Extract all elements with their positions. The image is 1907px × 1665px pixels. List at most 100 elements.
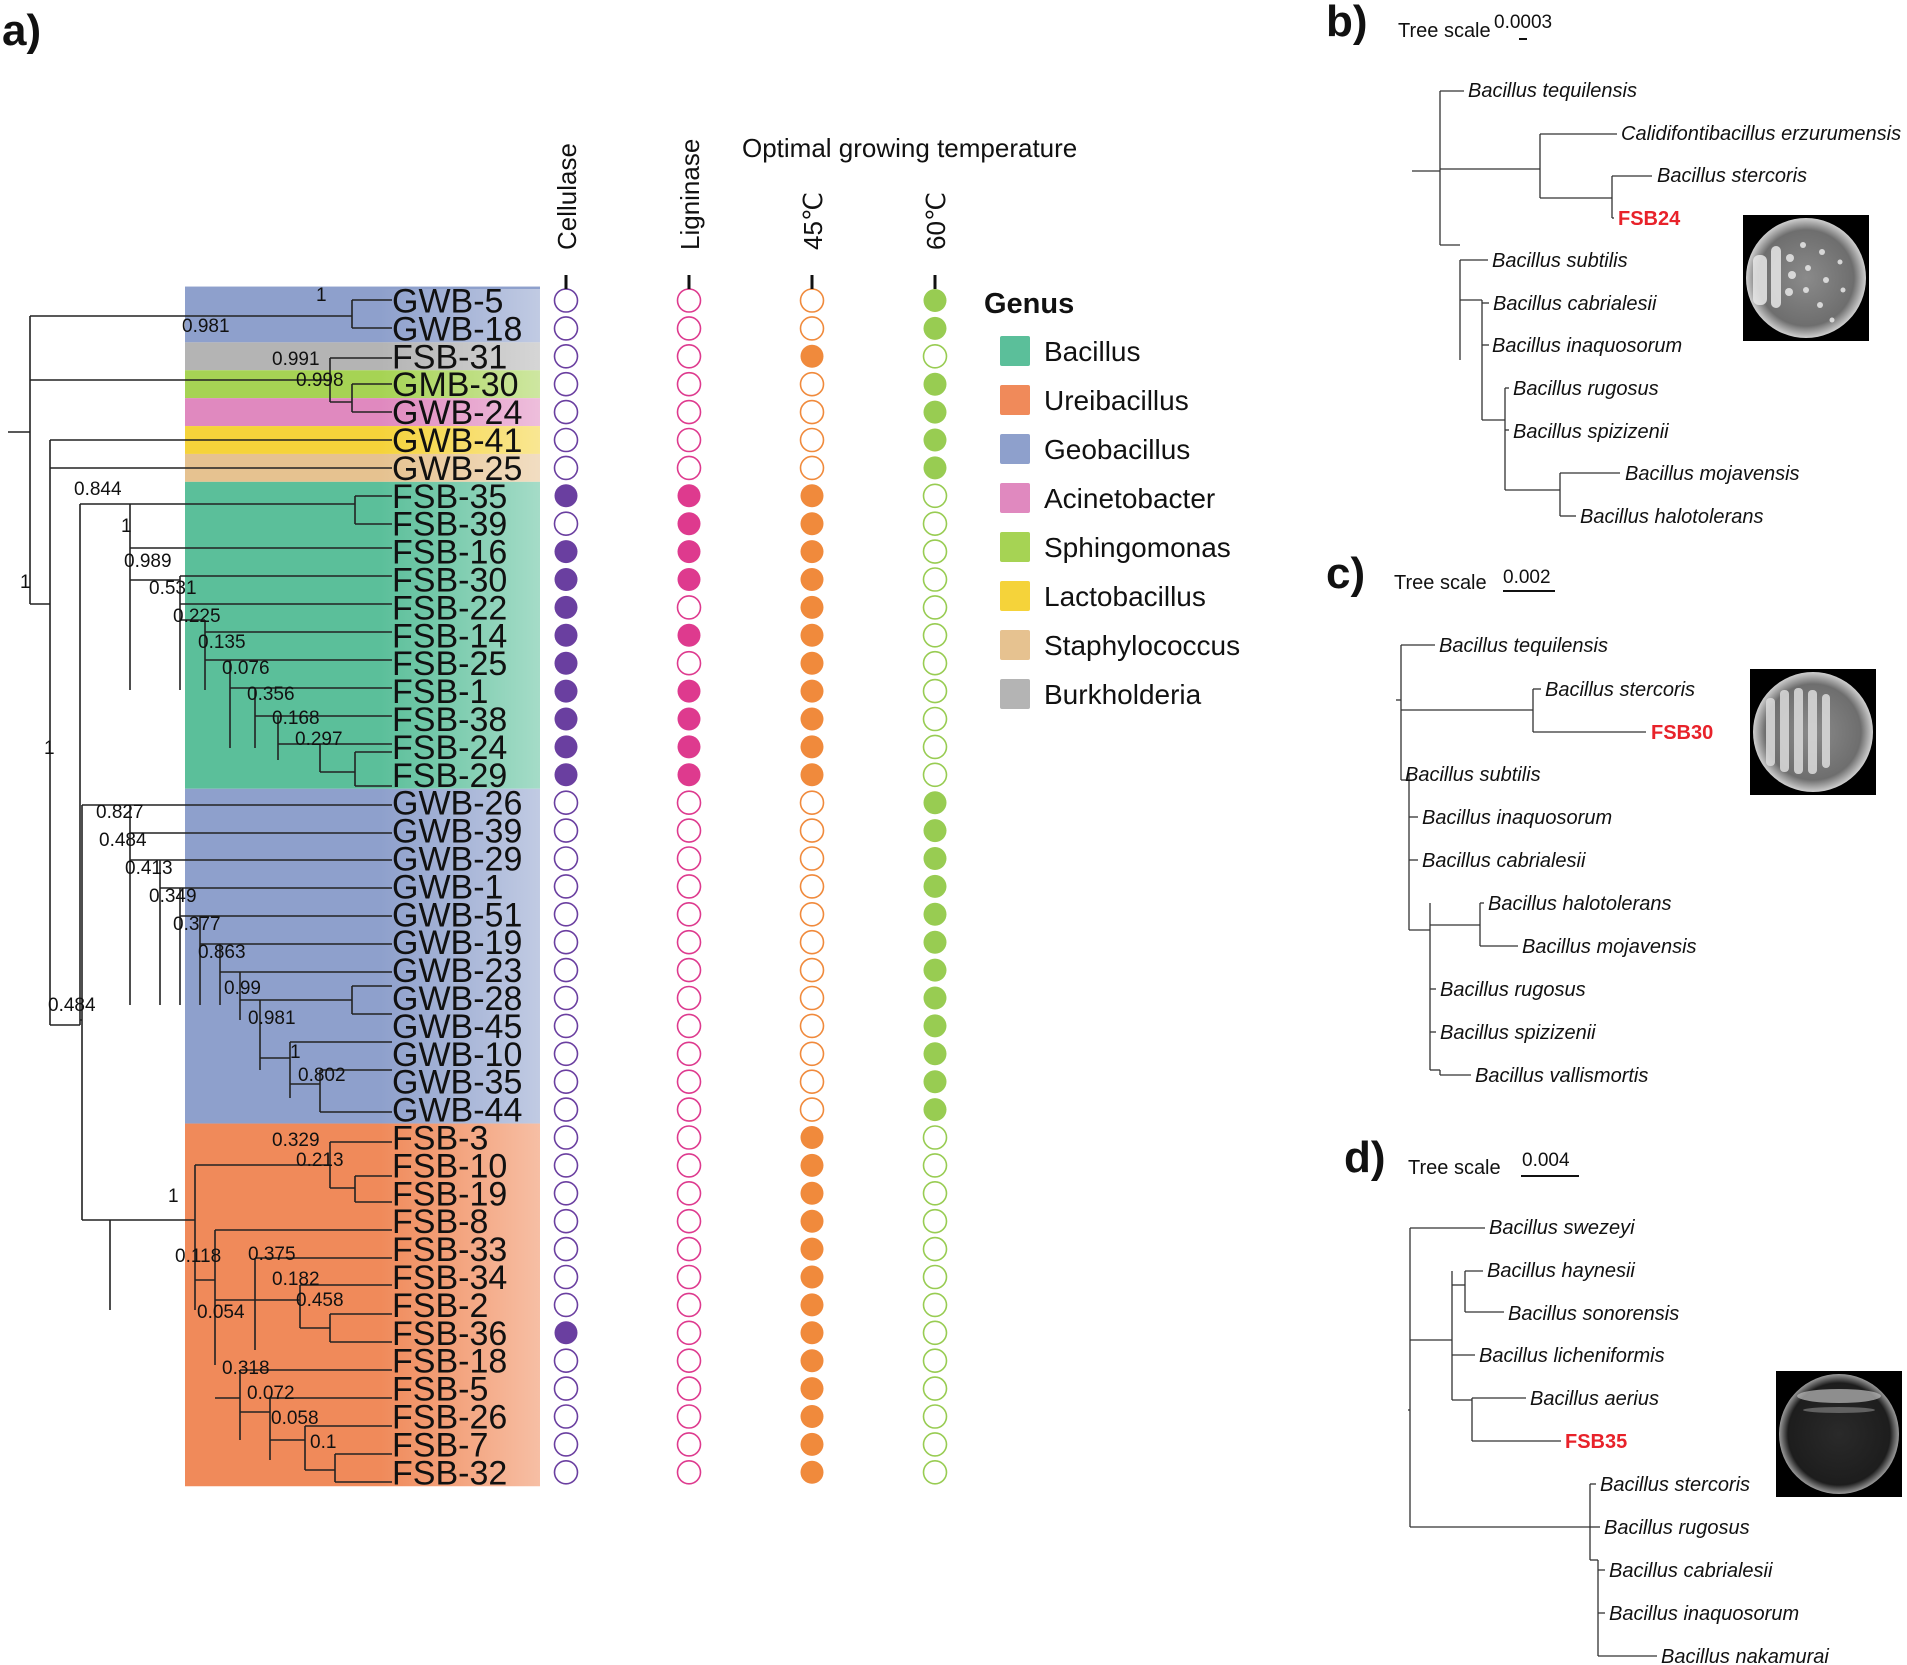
strain-label: FSB-8: [392, 1203, 488, 1241]
ligninase-marker: [677, 679, 701, 703]
support-value: 0.863: [198, 942, 246, 963]
panel-d-plate-photo: [1776, 1371, 1902, 1497]
panel-a-label: a): [2, 6, 41, 55]
species-label: Bacillus stercoris: [1600, 1474, 1750, 1496]
ligninase-marker: [676, 316, 702, 341]
species-label: Bacillus spizizenii: [1440, 1022, 1596, 1044]
strain-label: GWB-45: [392, 1008, 522, 1046]
t60-marker: [922, 483, 948, 509]
strain-label: FSB-33: [392, 1231, 507, 1269]
t45-marker: [800, 1432, 824, 1456]
cellulase-marker: [553, 901, 579, 927]
cellulase-marker: [554, 679, 578, 703]
column-header-45c: 45℃: [798, 192, 828, 250]
cellulase-marker: [553, 1348, 579, 1373]
t60-marker: [923, 874, 947, 898]
support-value: 0.989: [124, 551, 172, 572]
strain-label: FSB-36: [392, 1315, 507, 1353]
species-label: Bacillus inaquosorum: [1492, 335, 1682, 357]
species-label: Bacillus licheniformis: [1479, 1345, 1665, 1367]
phylogenetic-tree: [8, 299, 392, 1483]
legend-swatch: [1000, 581, 1030, 611]
legend-swatch: [1000, 532, 1030, 562]
cellulase-marker: [553, 1236, 579, 1262]
cellulase-marker: [553, 1041, 579, 1067]
t45-marker: [800, 1181, 824, 1205]
t60-marker: [923, 400, 947, 424]
support-value: 0.981: [248, 1008, 296, 1029]
t45-marker: [799, 1097, 825, 1122]
strain-label: FSB-19: [392, 1175, 507, 1213]
t60-marker: [922, 762, 948, 788]
species-label: Calidifontibacillus erzurumensis: [1621, 123, 1901, 145]
cellulase-marker: [553, 427, 579, 453]
support-value: 0.329: [272, 1130, 320, 1151]
t60-marker: [923, 372, 947, 396]
ligninase-marker: [676, 399, 702, 425]
strain-label: FSB-5: [392, 1371, 488, 1409]
cellulase-marker: [554, 540, 578, 564]
ligninase-marker: [676, 1432, 702, 1457]
cellulase-marker: [553, 1125, 579, 1150]
t45-marker: [800, 1349, 824, 1373]
t60-marker: [923, 986, 947, 1010]
t45-marker: [800, 1377, 824, 1401]
support-value: 0.349: [149, 886, 197, 907]
species-label: Bacillus vallismortis: [1475, 1065, 1648, 1087]
strain-label: GMB-30: [392, 366, 519, 404]
support-value: 1: [316, 285, 327, 306]
t45-marker: [799, 957, 825, 983]
strain-label: GWB-18: [392, 310, 522, 348]
t45-marker: [799, 1069, 825, 1094]
t45-marker: [799, 790, 825, 816]
t45-marker: [800, 1237, 824, 1261]
t60-marker: [922, 1125, 948, 1150]
support-value: 0.225: [173, 606, 221, 627]
t45-marker: [800, 344, 824, 368]
legend-label: Staphylococcus: [1044, 630, 1240, 661]
t60-marker: [923, 791, 947, 815]
species-label: Bacillus stercoris: [1657, 165, 1807, 187]
ligninase-marker: [676, 1320, 702, 1346]
t60-marker: [922, 1181, 948, 1206]
species-label: Bacillus haynesii: [1487, 1260, 1635, 1282]
strain-labels: GWB-5GWB-18FSB-31GMB-30GWB-24GWB-41GWB-2…: [392, 283, 522, 1493]
legend-label: Burkholderia: [1044, 679, 1202, 710]
t60-marker: [922, 1264, 948, 1290]
panel-c-scale-value: 0.002: [1503, 567, 1551, 588]
strain-label: FSB-14: [392, 617, 507, 655]
legend-label: Acinetobacter: [1044, 483, 1215, 514]
ligninase-marker: [676, 427, 702, 453]
highlighted-isolate: FSB24: [1618, 208, 1681, 230]
cellulase-marker: [553, 343, 579, 369]
strain-label: GWB-29: [392, 841, 522, 879]
strain-label: GWB-39: [392, 813, 522, 851]
t60-marker: [923, 1098, 947, 1122]
ligninase-marker: [676, 1125, 702, 1150]
strain-label: GWB-25: [392, 450, 522, 488]
strain-label: FSB-16: [392, 534, 507, 572]
cellulase-marker: [553, 1432, 579, 1457]
support-value: 1: [168, 1186, 179, 1207]
species-label: Bacillus mojavensis: [1522, 936, 1697, 958]
cellulase-marker: [553, 371, 579, 397]
strain-label: FSB-2: [392, 1287, 488, 1325]
ligninase-marker: [676, 595, 702, 620]
strain-label: FSB-18: [392, 1343, 507, 1381]
support-value: 0.998: [296, 370, 344, 391]
t60-marker: [922, 622, 948, 648]
panel-b-scale-label: Tree scale: [1398, 20, 1491, 42]
t60-marker: [922, 678, 948, 704]
t45-marker: [799, 929, 825, 955]
ligninase-marker: [676, 957, 702, 983]
t60-marker: [922, 650, 948, 676]
ligninase-marker: [677, 484, 701, 508]
strain-label: FSB-31: [392, 338, 507, 376]
cellulase-marker: [554, 707, 578, 731]
cellulase-marker: [553, 1097, 579, 1122]
cellulase-marker: [554, 484, 578, 508]
t60-marker: [922, 1320, 948, 1346]
support-value: 0.458: [296, 1290, 344, 1311]
strain-label: FSB-25: [392, 645, 507, 683]
ligninase-marker: [677, 568, 701, 591]
